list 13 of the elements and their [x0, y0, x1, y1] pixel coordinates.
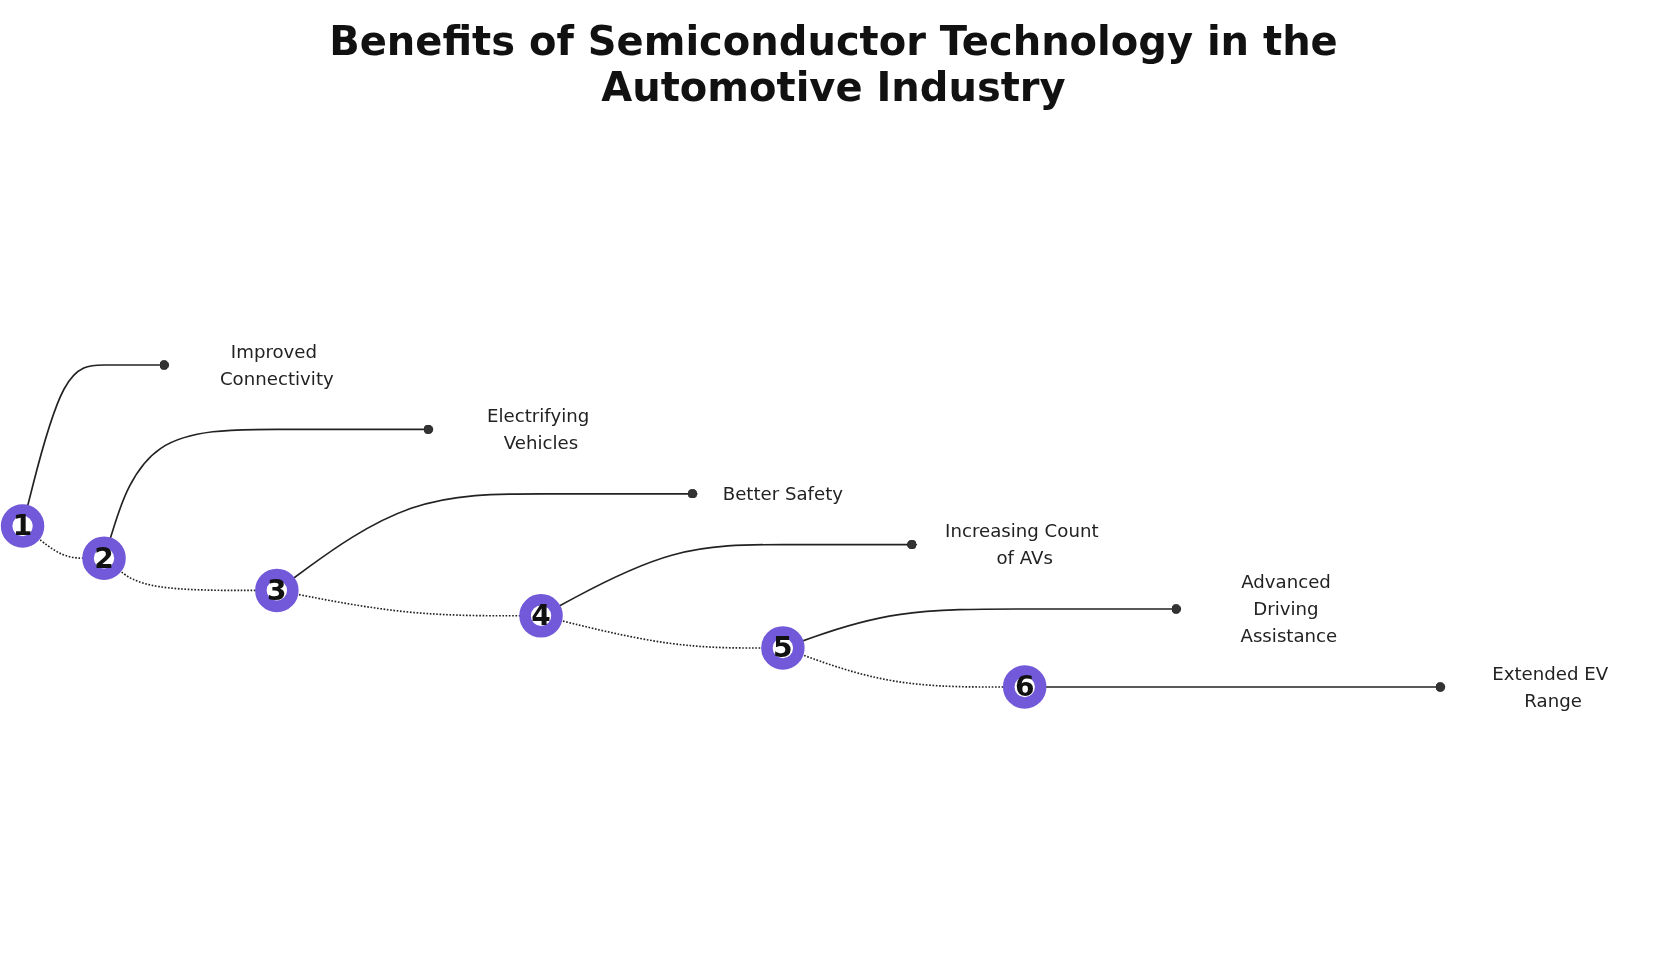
node-text: Electrifying Vehicles [487, 405, 590, 454]
node-text: Better Safety [722, 483, 844, 505]
node-text: Increasing Count of AVs [945, 520, 1099, 569]
node-circle: 6 [1002, 665, 1047, 709]
node-circle: 3 [255, 568, 299, 613]
node-text: Advanced Driving Assistance [1240, 571, 1338, 647]
node-circle: 2 [82, 536, 126, 580]
node-text: Extended EV Range [1492, 663, 1609, 711]
node-circle: 4 [519, 594, 563, 638]
node-text: Improved Connectivity [219, 341, 334, 389]
node-circle: 5 [761, 626, 805, 670]
node-circle: 1 [0, 504, 45, 548]
title: Benefits of Semiconductor Technology in the Automotive Industry [328, 18, 1339, 110]
